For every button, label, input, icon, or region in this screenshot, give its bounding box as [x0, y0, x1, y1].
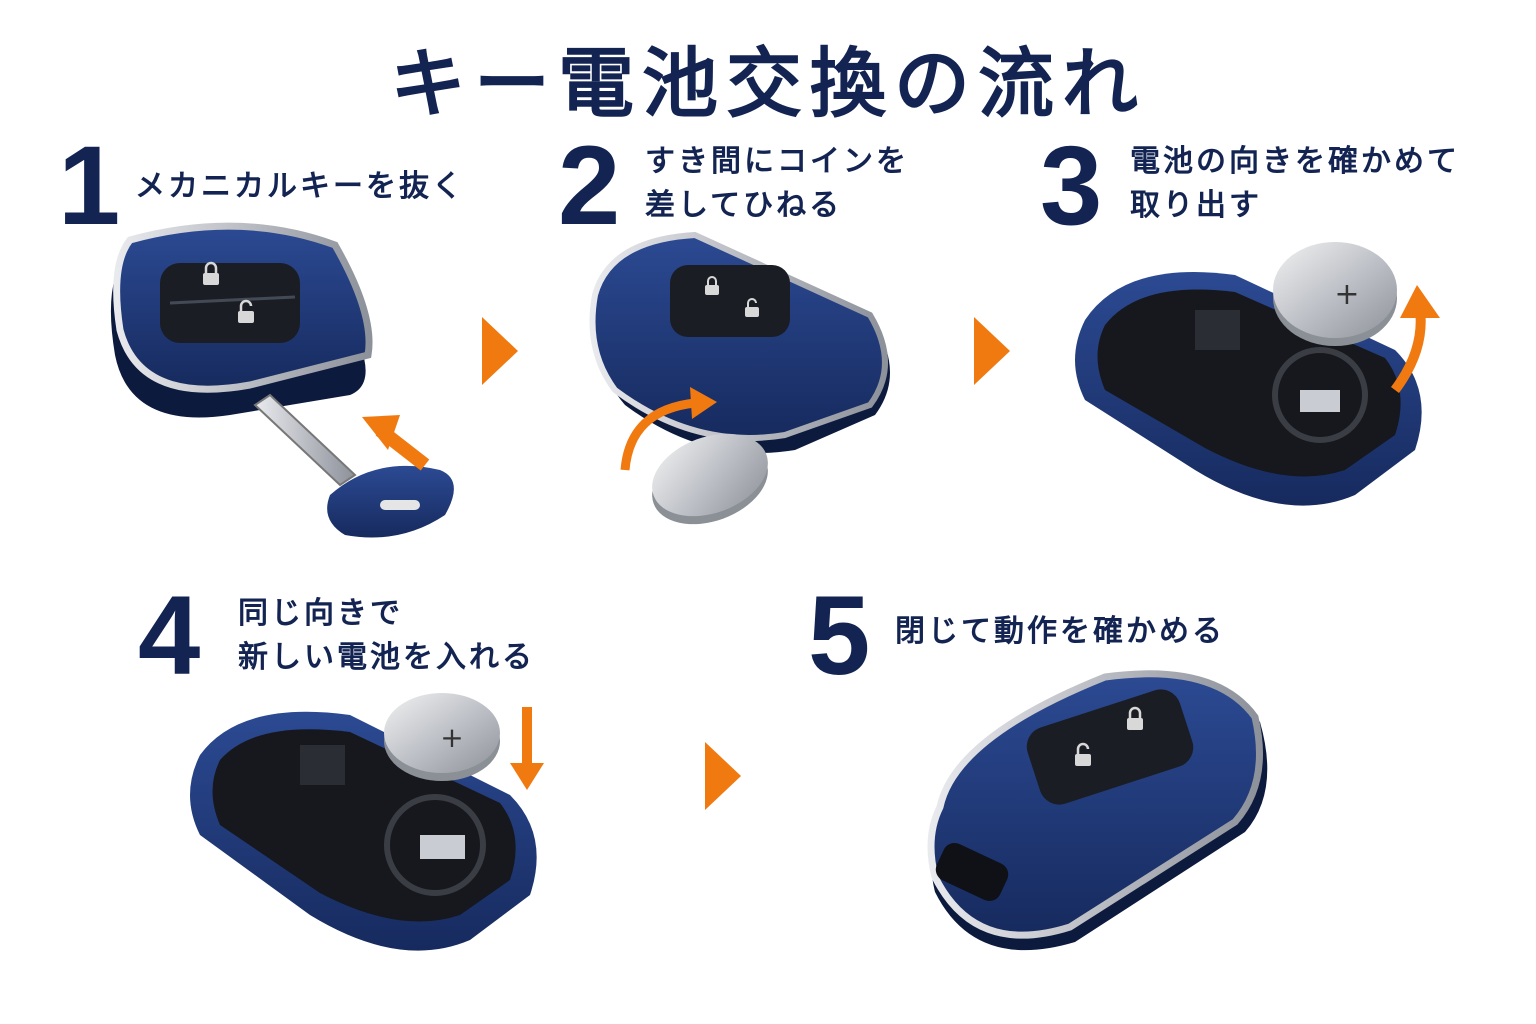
arrow-icon — [1390, 285, 1440, 393]
step-4-line-1: 同じ向きで — [238, 596, 403, 631]
step-1-text: メカニカルキーを抜く — [135, 165, 465, 209]
arrow-icon — [362, 415, 430, 471]
step-3-line-1: 電池の向きを確かめて — [1130, 144, 1460, 179]
page-title: キー電池交換の流れ — [390, 39, 1146, 128]
step-4-number: 4 — [138, 573, 201, 698]
button-panel — [1026, 689, 1194, 805]
step-1-number: 1 — [58, 123, 121, 248]
coin-battery-icon: + — [1273, 242, 1397, 346]
step-2-line-1: すき間にコインを — [645, 144, 909, 179]
unlock-icon — [238, 299, 254, 323]
coin-battery-icon — [652, 433, 768, 525]
arrow-icon — [620, 387, 717, 471]
step-1-illustration — [110, 222, 454, 538]
button-panel — [670, 265, 790, 337]
step-2-number: 2 — [558, 123, 621, 248]
step-4-illustration: + — [190, 693, 544, 951]
step-4-text: 同じ向きで 新しい電池を入れる — [238, 592, 535, 680]
step-2-text: すき間にコインを 差してひねる — [645, 140, 909, 228]
mechanical-key-blade — [253, 393, 357, 487]
button-panel — [160, 263, 300, 343]
lock-icon — [1127, 706, 1143, 730]
arrow-icon — [510, 707, 544, 790]
unlock-icon — [745, 298, 759, 317]
unlock-icon — [1075, 742, 1091, 766]
lock-icon — [203, 261, 219, 285]
step-2-line-2: 差してひねる — [645, 188, 843, 223]
step-5-line-1: 閉じて動作を確かめる — [895, 614, 1225, 649]
lock-icon — [705, 276, 719, 295]
step-3-illustration: + — [1075, 242, 1440, 506]
battery-plus-mark: + — [1334, 277, 1359, 312]
battery-plus-mark: + — [440, 721, 463, 754]
chevron-right-icon — [705, 742, 741, 810]
step-3-text: 電池の向きを確かめて 取り出す — [1130, 140, 1460, 228]
chevron-right-icon — [482, 317, 518, 385]
step-3-line-2: 取り出す — [1130, 188, 1262, 223]
step-2-illustration — [589, 231, 890, 525]
step-5-illustration — [927, 670, 1268, 951]
step-3-number: 3 — [1040, 123, 1103, 248]
step-4-line-2: 新しい電池を入れる — [238, 640, 535, 675]
key-slot — [935, 843, 1009, 901]
chevron-right-icon — [974, 317, 1010, 385]
step-5-number: 5 — [808, 573, 871, 698]
coin-battery-icon: + — [384, 693, 500, 781]
step-1-line-1: メカニカルキーを抜く — [135, 169, 465, 204]
step-5-text: 閉じて動作を確かめる — [895, 610, 1225, 654]
